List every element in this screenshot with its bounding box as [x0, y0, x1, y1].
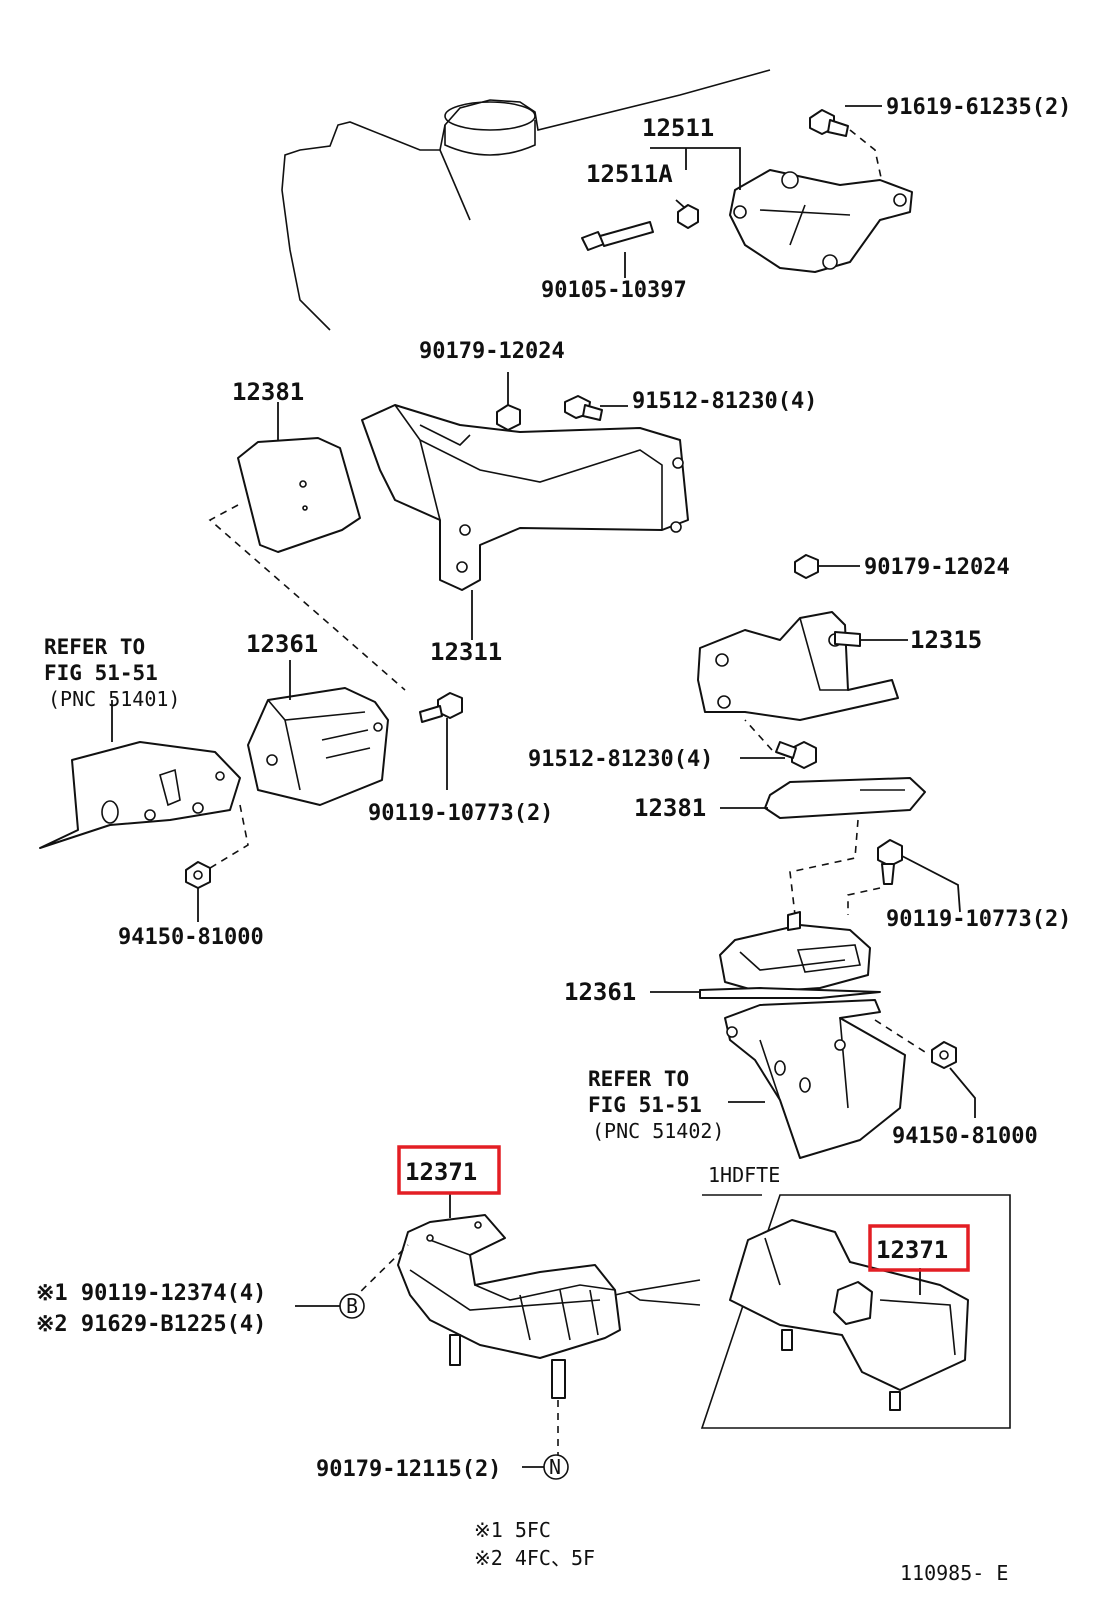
label-refer-right-2: FIG 51-51: [588, 1093, 702, 1117]
label-12361-left: 12361: [246, 630, 318, 658]
bolt-91512-right: [740, 719, 817, 769]
bracket-12315: [697, 611, 908, 721]
legend-2: ※2 4FC、5F: [474, 1546, 595, 1570]
label-refer-left-2: FIG 51-51: [44, 661, 158, 685]
bolt-91512-top: [564, 395, 628, 421]
label-12381-left: 12381: [232, 378, 304, 406]
bracket-refer-right: [724, 999, 926, 1159]
label-90179-12024-right: 90179-12024: [864, 555, 1010, 580]
nut-12511a: [677, 204, 699, 229]
label-12511a: 12511A: [586, 160, 673, 188]
bolt-90105-10397: [581, 221, 654, 251]
label-90119-10773-left: 90119-10773(2): [368, 801, 553, 826]
nut-90179-top: [496, 372, 521, 431]
figure-code: 110985- E: [900, 1561, 1008, 1585]
highlight-12371-main: [397, 1145, 501, 1195]
label-91619-61235: 91619-61235(2): [886, 95, 1071, 120]
highlight-12371-inset: [868, 1224, 970, 1272]
label-callout-b: B: [346, 1294, 358, 1318]
label-inset-1hdfte: 1HDFTE: [708, 1163, 780, 1187]
mount-12371-main: [351, 1193, 701, 1470]
bolt-90119-left: [419, 692, 463, 790]
label-12311: 12311: [430, 638, 502, 666]
bracket-12511: [729, 169, 913, 273]
crossmember-12311: [361, 404, 689, 640]
stopper-12381-left: [208, 402, 406, 691]
bracket-refer-left: [39, 700, 249, 869]
label-12371-main: 12371: [405, 1158, 477, 1186]
label-12315: 12315: [910, 626, 982, 654]
nut-90179-right: [794, 554, 860, 579]
callout-b: [295, 1293, 365, 1319]
label-12361-right: 12361: [564, 978, 636, 1006]
label-note-1: ※1 90119-12374(4): [36, 1281, 266, 1306]
callout-n: [522, 1454, 569, 1480]
label-refer-left-1: REFER TO: [44, 635, 145, 659]
label-refer-left-3: (PNC 51401): [48, 687, 180, 711]
nut-94150-left: [185, 861, 211, 922]
label-91512-81230-right: 91512-81230(4): [528, 747, 713, 772]
label-12511: 12511: [642, 114, 714, 142]
stopper-12381-right: [720, 777, 926, 916]
label-94150-81000-right: 94150-81000: [892, 1124, 1038, 1149]
label-94150-81000-left: 94150-81000: [118, 925, 264, 950]
label-refer-right-1: REFER TO: [588, 1067, 689, 1091]
label-note-2: ※2 91629-B1225(4): [36, 1312, 266, 1337]
legend-1: ※1 5FC: [474, 1518, 551, 1542]
label-12381-right: 12381: [634, 794, 706, 822]
label-refer-right-3: (PNC 51402): [592, 1119, 724, 1143]
insulator-12361-left: [247, 660, 389, 806]
label-90119-10773-right: 90119-10773(2): [886, 907, 1071, 932]
nut-94150-right: [931, 1041, 976, 1118]
label-90179-12024-top: 90179-12024: [419, 339, 565, 364]
insulator-12361-right: [650, 911, 881, 999]
label-90105-10397: 90105-10397: [541, 278, 687, 303]
bolt-91619-61235: [809, 109, 883, 183]
label-91512-81230-top: 91512-81230(4): [632, 389, 817, 414]
label-12371-inset: 12371: [876, 1236, 948, 1264]
leader-lines: [624, 105, 882, 278]
inset-1hdfte: [700, 1194, 1011, 1429]
label-callout-n: N: [549, 1455, 561, 1479]
bolt-90119-right: [847, 839, 961, 915]
engine-outline: [281, 69, 771, 331]
label-90179-12115: 90179-12115(2): [316, 1457, 501, 1482]
